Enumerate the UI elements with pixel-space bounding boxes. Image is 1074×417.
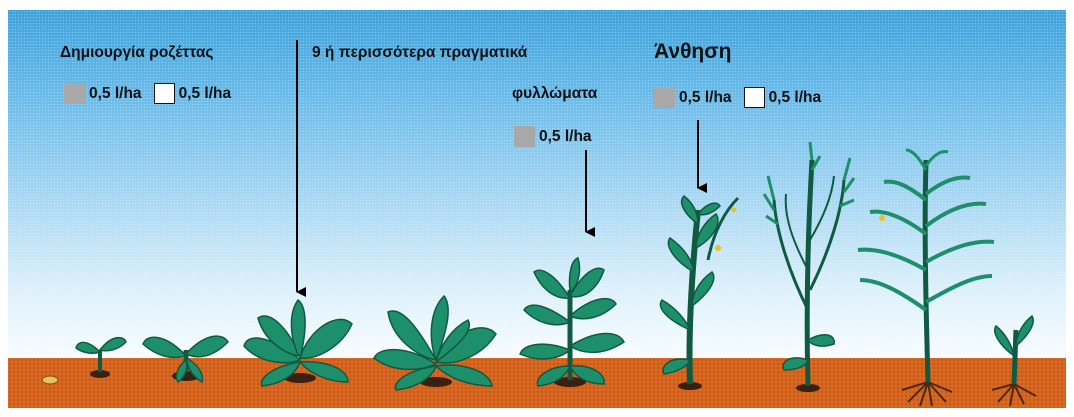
sky-background — [8, 10, 1066, 408]
stage-leaves-legend: 0,5 l/ha — [514, 126, 592, 147]
plant-large-rosette — [373, 294, 497, 391]
plant-leafy — [519, 257, 625, 387]
legend-rate: 0,5 l/ha — [178, 84, 232, 102]
grey-swatch-icon — [654, 87, 675, 108]
stage-flowering-title: Άνθηση — [654, 40, 732, 63]
grey-swatch-icon — [514, 126, 535, 147]
stage-rosette-title: Δημιουργία ροζέττας — [60, 44, 214, 61]
plant-flowering-start — [659, 194, 740, 390]
plant-seedling — [75, 336, 127, 378]
stage-leaves-title-line2: φυλλώματα — [512, 85, 598, 102]
seed — [41, 375, 59, 385]
growth-stages-diagram: Δημιουργία ροζέττας 0,5 l/ha 0,5 l/ha 9 … — [8, 10, 1066, 408]
stage-flowering-legend: 0,5 l/ha 0,5 l/ha — [654, 87, 821, 108]
legend-rate: 0,5 l/ha — [768, 88, 822, 106]
plant-maturity — [857, 148, 995, 407]
plant-stubble — [991, 314, 1037, 407]
plant-illustration — [41, 40, 1037, 407]
grey-swatch-icon — [64, 83, 85, 104]
plant-small-rosette — [142, 335, 229, 384]
plant-pod-formation — [762, 141, 856, 392]
plant-rosette — [243, 298, 353, 387]
legend-rate: 0,5 l/ha — [89, 84, 142, 102]
legend-rate: 0,5 l/ha — [679, 88, 732, 106]
white-swatch-icon — [743, 87, 765, 108]
stage-leaves-title-line1: 9 ή περισσότερα πραγματικά — [312, 44, 528, 61]
white-swatch-icon — [153, 83, 175, 104]
legend-rate: 0,5 l/ha — [539, 127, 592, 145]
stage-rosette-legend: 0,5 l/ha 0,5 l/ha — [64, 83, 231, 104]
